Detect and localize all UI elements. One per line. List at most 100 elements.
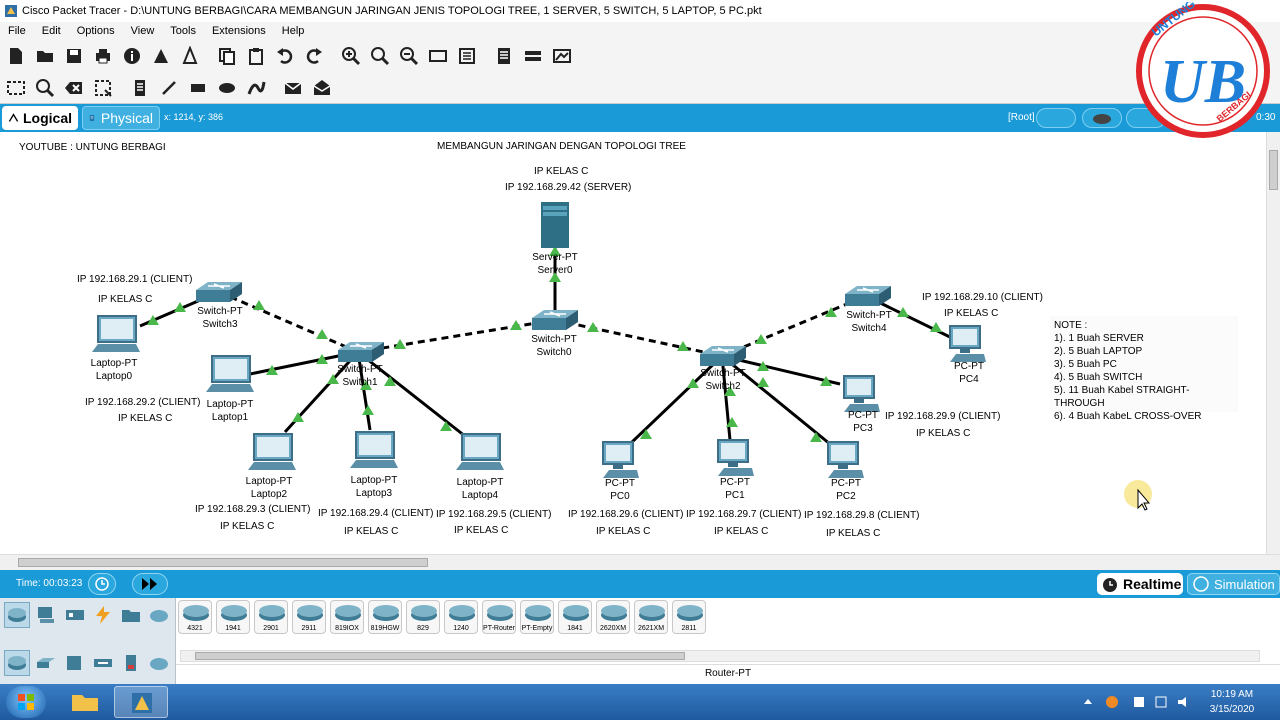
device-model-2620xm[interactable]: 2620XM (596, 600, 630, 634)
device-model-829[interactable]: 829 (406, 600, 440, 634)
routers-category-icon[interactable] (4, 650, 30, 676)
horizontal-scroll-thumb[interactable] (18, 558, 428, 567)
zoom-in-icon[interactable] (339, 44, 363, 68)
back-button[interactable] (1036, 108, 1076, 128)
network-info-icon[interactable] (178, 44, 202, 68)
delete-icon[interactable] (62, 76, 86, 100)
tray-clock[interactable]: 10:19 AM 3/15/2020 (1200, 687, 1264, 717)
resize-shape-icon[interactable] (91, 76, 115, 100)
network-devices-icon[interactable] (4, 602, 30, 628)
print-icon[interactable] (91, 44, 115, 68)
device-model-4321[interactable]: 4321 (178, 600, 212, 634)
power-cycle-button[interactable] (88, 573, 116, 595)
device-model-2901[interactable]: 2901 (254, 600, 288, 634)
components-icon[interactable] (62, 602, 88, 628)
menu-file[interactable]: File (8, 25, 26, 37)
place-note-icon[interactable] (128, 76, 152, 100)
security-category-icon[interactable] (118, 650, 144, 676)
vertical-scroll-thumb[interactable] (1269, 150, 1278, 190)
inspect-icon[interactable] (33, 76, 57, 100)
device-model-819hgw[interactable]: 819HGW (368, 600, 402, 634)
device-list-scroll-thumb[interactable] (195, 652, 685, 660)
complex-pdu-icon[interactable] (310, 76, 334, 100)
server0-device[interactable] (535, 200, 575, 250)
device-model-2621xm[interactable]: 2621XM (634, 600, 668, 634)
switch2-device[interactable] (698, 344, 748, 370)
laptop1-device[interactable] (202, 354, 256, 396)
redo-icon[interactable] (302, 44, 326, 68)
text-file-icon[interactable] (492, 44, 516, 68)
device-model-1240[interactable]: 1240 (444, 600, 478, 634)
end-devices-icon[interactable] (33, 602, 59, 628)
note-box[interactable]: NOTE : 1). 1 Buah SERVER 2). 5 Buah LAPT… (1050, 316, 1238, 422)
device-model-1841[interactable]: 1841 (558, 600, 592, 634)
logical-workspace[interactable]: YOUTUBE : UNTUNG BERBAGI MEMBANGUN JARIN… (0, 132, 1266, 554)
device-model-1941[interactable]: 1941 (216, 600, 250, 634)
menu-view[interactable]: View (130, 25, 155, 37)
device-model-2811[interactable]: 2811 (672, 600, 706, 634)
pc3-device[interactable] (840, 374, 882, 414)
device-model-2911[interactable]: 2911 (292, 600, 326, 634)
undo-icon[interactable] (273, 44, 297, 68)
activity-wizard-icon[interactable] (149, 44, 173, 68)
drawing-palette-icon[interactable] (426, 44, 450, 68)
draw-ellipse-icon[interactable] (215, 76, 239, 100)
menu-extensions[interactable]: Extensions (211, 25, 266, 37)
switch3-device[interactable] (194, 280, 244, 306)
wireless-category-icon[interactable] (90, 650, 116, 676)
taskbar-explorer[interactable] (58, 686, 112, 718)
switch1-device[interactable] (336, 340, 386, 366)
zoom-reset-icon[interactable] (368, 44, 392, 68)
root-breadcrumb[interactable]: [Root] (1008, 112, 1035, 123)
laptop0-device[interactable] (88, 314, 142, 356)
device-model-pt-router[interactable]: PT-Router (482, 600, 516, 634)
cluster-button[interactable] (1082, 108, 1122, 128)
menu-tools[interactable]: Tools (170, 25, 196, 37)
open-folder-icon[interactable] (33, 44, 57, 68)
screenshot-icon[interactable] (550, 44, 574, 68)
tab-physical[interactable]: Physical (82, 106, 160, 130)
menu-help[interactable]: Help (281, 25, 305, 37)
simulation-mode-button[interactable]: Simulation (1187, 573, 1280, 595)
paste-icon[interactable] (244, 44, 268, 68)
select-icon[interactable] (4, 76, 28, 100)
realtime-mode-button[interactable]: Realtime (1097, 573, 1183, 595)
menu-edit[interactable]: Edit (41, 25, 61, 37)
switch0-device[interactable] (530, 308, 580, 334)
pc4-device[interactable] (946, 324, 988, 364)
info-icon[interactable] (120, 44, 144, 68)
laptop2-device[interactable] (244, 432, 298, 474)
draw-rectangle-icon[interactable] (186, 76, 210, 100)
tab-logical[interactable]: Logical (2, 106, 78, 130)
wan-emulation-category-icon[interactable] (146, 650, 172, 676)
pdu-list-icon[interactable] (521, 44, 545, 68)
switch4-device[interactable] (843, 284, 893, 310)
pc1-device[interactable] (714, 438, 756, 478)
copy-icon[interactable] (215, 44, 239, 68)
miscellaneous-icon[interactable] (118, 602, 144, 628)
start-button[interactable] (6, 686, 46, 718)
device-model-pt-empty[interactable]: PT-Empty (520, 600, 554, 634)
laptop4-device[interactable] (452, 432, 506, 474)
zoom-out-icon[interactable] (397, 44, 421, 68)
system-tray-icons[interactable] (1080, 694, 1200, 710)
freeform-icon[interactable] (244, 76, 268, 100)
hubs-category-icon[interactable] (62, 650, 88, 676)
save-icon[interactable] (62, 44, 86, 68)
new-file-icon[interactable] (4, 44, 28, 68)
simple-pdu-icon[interactable] (281, 76, 305, 100)
switches-category-icon[interactable] (33, 650, 59, 676)
device-list-scrollbar[interactable] (180, 650, 1260, 662)
menu-options[interactable]: Options (76, 25, 115, 37)
taskbar-packet-tracer[interactable] (114, 686, 168, 718)
custom-devices-icon[interactable] (455, 44, 479, 68)
workspace-horizontal-scrollbar[interactable] (0, 554, 1280, 570)
workspace-vertical-scrollbar[interactable] (1266, 132, 1280, 554)
pc2-device[interactable] (824, 440, 866, 480)
device-model-819iox[interactable]: 819IOX (330, 600, 364, 634)
connections-icon[interactable] (90, 602, 116, 628)
fast-forward-button[interactable] (132, 573, 168, 595)
draw-line-icon[interactable] (157, 76, 181, 100)
multiuser-icon[interactable] (146, 602, 172, 628)
laptop3-device[interactable] (346, 430, 400, 472)
